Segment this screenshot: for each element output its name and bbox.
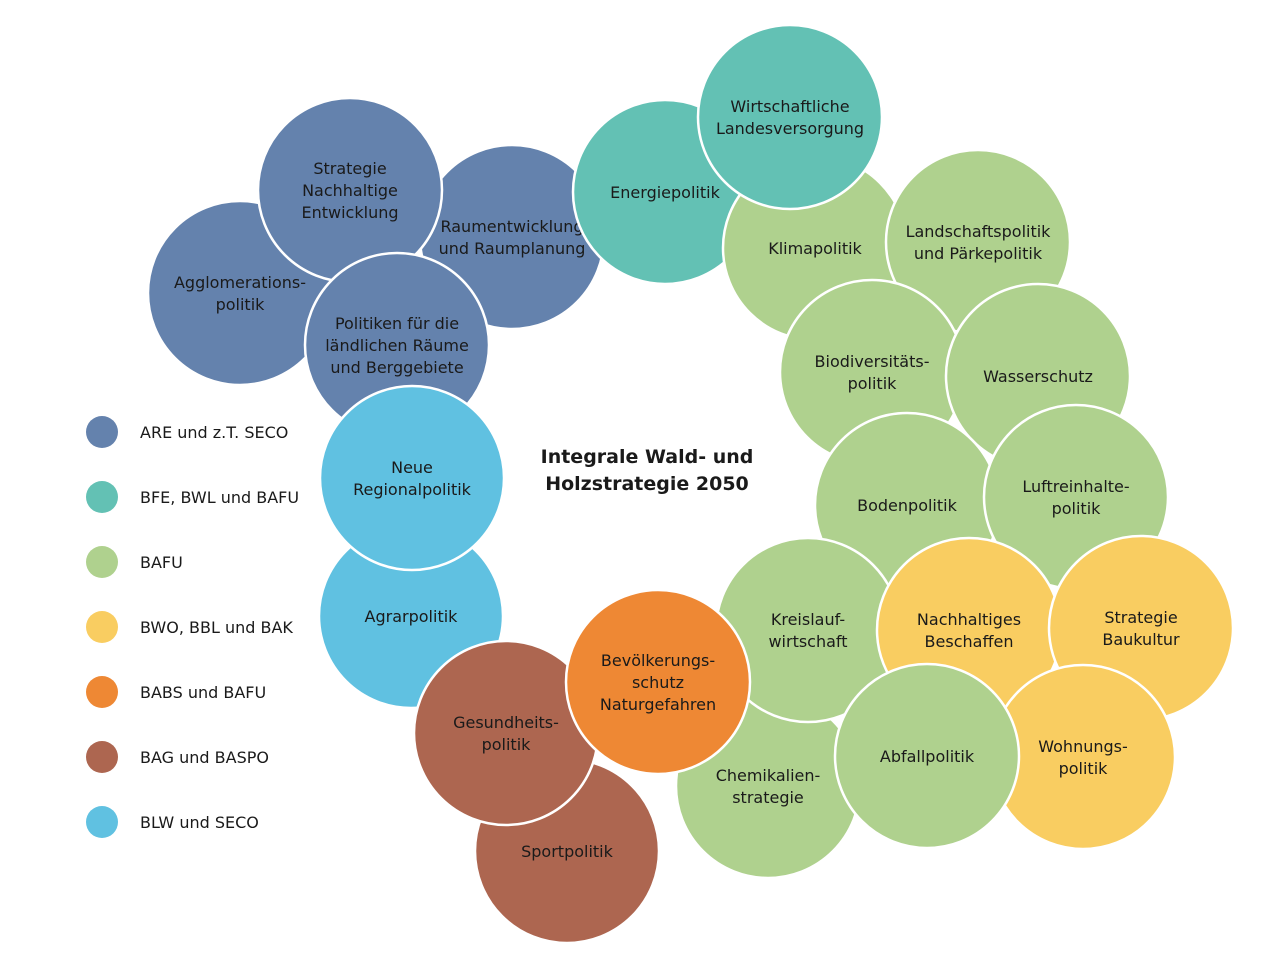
bubble-label-line: Politiken für die	[335, 314, 459, 333]
legend-swatch	[86, 611, 118, 643]
center-title-line: Integrale Wald- und	[541, 446, 754, 468]
legend-label: BAFU	[140, 553, 183, 572]
bubble-label-line: Beschaffen	[925, 632, 1014, 651]
legend-swatch	[86, 546, 118, 578]
bubble-circle	[564, 588, 752, 776]
bubble-label-line: wirtschaft	[768, 632, 847, 651]
legend-label: BAG und BASPO	[140, 748, 269, 767]
legend-label: BLW und SECO	[140, 813, 259, 832]
bubble-label-line: Strategie	[313, 159, 386, 178]
bubble-abfallpolitik: Abfallpolitik	[833, 662, 1021, 850]
bubble-label-line: Naturgefahren	[600, 695, 716, 714]
bubble-laendliche-raeume: Politiken für die ländlichen Räume und Ber…	[303, 251, 491, 439]
bubble-label-line: Chemikalien-	[716, 766, 821, 785]
bubble-label-line: Agrarpolitik	[365, 607, 459, 626]
legend-item-blw: BLW und SECO	[86, 806, 259, 838]
bubble-label-line: Sportpolitik	[521, 842, 614, 861]
center-title-line: Holzstrategie 2050	[545, 473, 749, 495]
legend-swatch	[86, 676, 118, 708]
bubble-label-line: Agglomerations-	[174, 273, 306, 292]
bubble-label-line: Luftreinhalte-	[1022, 477, 1129, 496]
legend-swatch	[86, 481, 118, 513]
bubble-label-line: Biodiversitäts-	[815, 352, 930, 371]
bubble-label-line: Neue	[391, 458, 433, 477]
bubble-label-line: Entwicklung	[302, 203, 399, 222]
legend-swatch	[86, 416, 118, 448]
bubble-wohnungspolitik: Wohnungs-politik	[989, 663, 1177, 851]
bubbles-layer: Agglomerations-politik Raumentwicklung und…	[146, 23, 1235, 945]
bubble-label-line: Baukultur	[1102, 630, 1180, 649]
bubble-label-line: Wirtschaftliche	[730, 97, 849, 116]
bubble-label-line: Raumentwicklung	[440, 217, 583, 236]
legend-item-bfe: BFE, BWL und BAFU	[86, 481, 299, 513]
bubble-label-line: politik	[216, 295, 266, 314]
bubble-label-line: und Raumplanung	[439, 239, 586, 258]
bubble-kreislauf: Kreislauf-wirtschaft	[714, 536, 902, 724]
bubble-label-line: Gesundheits-	[453, 713, 559, 732]
bubble-label-line: Landschaftspolitik	[906, 222, 1052, 241]
bubble-label-line: strategie	[732, 788, 804, 807]
bubble-label-line: Bodenpolitik	[857, 496, 957, 515]
bubble-label-line: Wohnungs-	[1038, 737, 1128, 756]
bubble-label-line: Landesversorgung	[716, 119, 864, 138]
bubble-label-line: schutz	[632, 673, 684, 692]
legend-swatch	[86, 806, 118, 838]
legend-label: BWO, BBL und BAK	[140, 618, 293, 637]
bubble-label-line: politik	[482, 735, 532, 754]
bubble-label-line: und Pärkepolitik	[914, 244, 1043, 263]
bubble-circle	[318, 384, 506, 572]
bubble-label-line: politik	[1052, 499, 1102, 518]
bubble-circle	[696, 23, 884, 211]
bubble-label-line: ländlichen Räume	[325, 336, 469, 355]
legend-item-are: ARE und z.T. SECO	[86, 416, 288, 448]
bubble-label-line: politik	[1059, 759, 1109, 778]
bubble-circle	[833, 662, 1021, 850]
bubble-label-line: Energiepolitik	[610, 183, 720, 202]
legend-label: ARE und z.T. SECO	[140, 423, 288, 442]
legend-item-bwo: BWO, BBL und BAK	[86, 611, 293, 643]
legend-swatch	[86, 741, 118, 773]
legend: ARE und z.T. SECO BFE, BWL und BAFU BAFU BW…	[86, 416, 299, 838]
legend-label: BFE, BWL und BAFU	[140, 488, 299, 507]
legend-item-babs: BABS und BAFU	[86, 676, 266, 708]
bubble-label-line: Wasserschutz	[983, 367, 1093, 386]
legend-item-bag: BAG und BASPO	[86, 741, 269, 773]
bubble-label-line: und Berggebiete	[330, 358, 463, 377]
bubble-label-line: Regionalpolitik	[353, 480, 472, 499]
bubble-label-line: Nachhaltige	[302, 181, 398, 200]
bubble-label-line: Abfallpolitik	[880, 747, 975, 766]
legend-item-bafu: BAFU	[86, 546, 183, 578]
bubble-label-line: Bevölkerungs-	[601, 651, 715, 670]
bubble-label-line: Kreislauf-	[771, 610, 845, 629]
bubble-label-line: Klimapolitik	[768, 239, 862, 258]
bubble-label-line: politik	[848, 374, 898, 393]
bubble-label-line: Strategie	[1104, 608, 1177, 627]
legend-label: BABS und BAFU	[140, 683, 266, 702]
bubble-label-line: Nachhaltiges	[917, 610, 1021, 629]
